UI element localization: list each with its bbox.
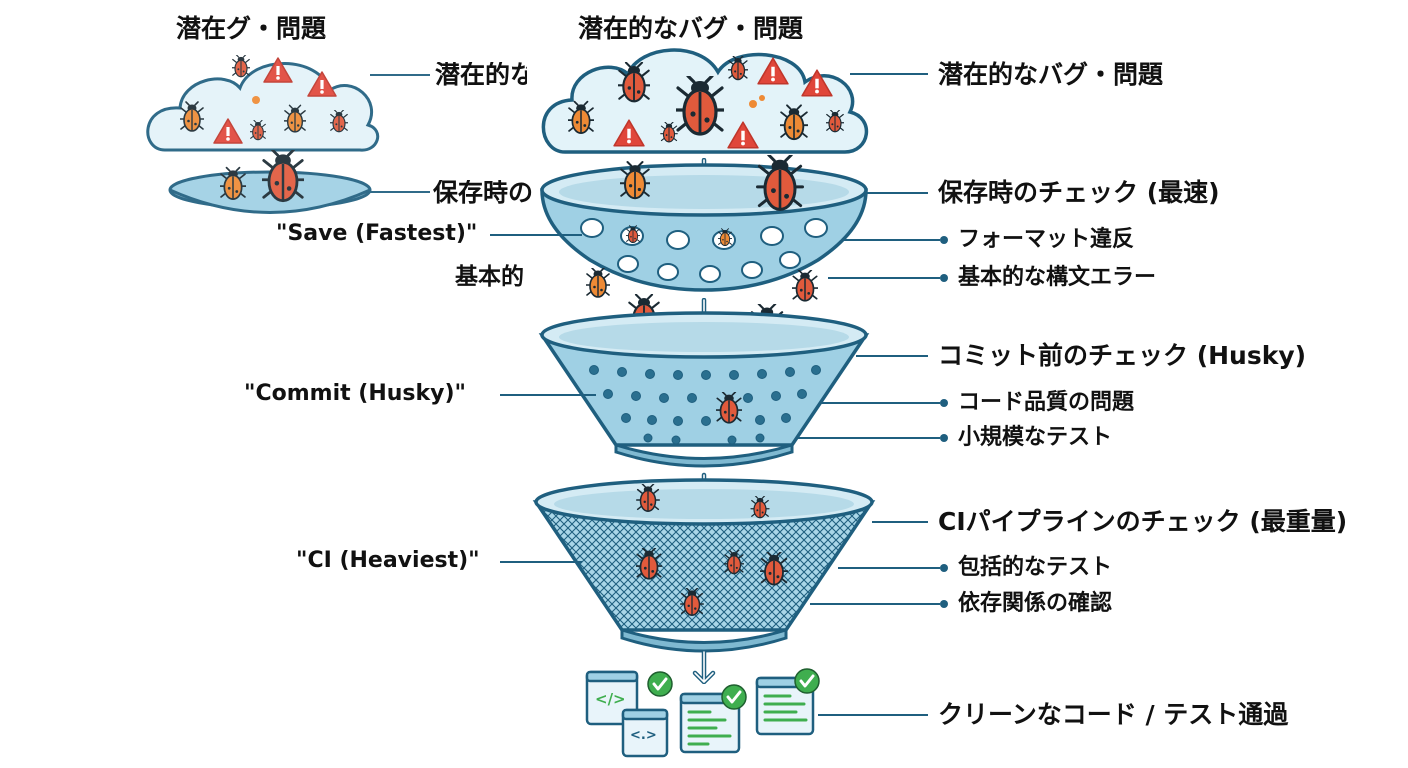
ci-item: 包括的なテスト: [958, 555, 1113, 580]
check-icon: [793, 667, 821, 695]
commit-item: 小規模なテスト: [958, 425, 1113, 450]
code-window-icon: [621, 708, 669, 758]
check-icon: [720, 683, 748, 711]
code-glyph: </>: [595, 690, 626, 708]
output-label: クリーンなコード / テスト通過: [938, 700, 1289, 729]
bug-icon: [586, 268, 610, 298]
clean-code-windows: [585, 667, 821, 758]
save-filter-bowl: [540, 155, 868, 292]
commit-stage-title: コミット前のチェック (Husky): [938, 341, 1307, 370]
ghost-duplicate: [146, 55, 430, 214]
ci-stage-tag: "CI (Heaviest)": [296, 548, 480, 573]
ghost-cloud-label: 潜在的な: [435, 62, 527, 87]
check-icon: [646, 670, 674, 698]
bullet-dots: [940, 236, 948, 608]
source-label: 潜在的なバグ・問題: [938, 60, 1164, 89]
ghost-header: 潜在グ・問題: [176, 14, 327, 43]
diagram-header: 潜在的なバグ・問題: [578, 14, 804, 43]
save-item: フォーマット違反: [958, 227, 1135, 252]
bug-cloud: [541, 48, 868, 154]
code-glyph: <.>: [630, 728, 657, 743]
commit-filter-bowl: [538, 311, 870, 468]
ci-stage-title: CIパイプラインのチェック (最重量): [938, 507, 1348, 536]
save-stage-title: 保存時のチェック (最速): [938, 178, 1220, 207]
save-stage-tag: "Save (Fastest)": [276, 221, 478, 246]
ci-filter-bowl: [532, 478, 876, 653]
commit-item: コード品質の問題: [958, 390, 1135, 415]
bug-icon: [792, 270, 818, 302]
arrow-icon: [695, 652, 713, 682]
ghost-save-label: 保存時の: [433, 180, 534, 205]
connector-lines: [490, 73, 940, 716]
ghost-sub-label: 基本的: [455, 264, 524, 290]
save-item: 基本的な構文エラー: [958, 265, 1157, 290]
ci-item: 依存関係の確認: [958, 591, 1113, 616]
commit-stage-tag: "Commit (Husky)": [244, 381, 466, 406]
